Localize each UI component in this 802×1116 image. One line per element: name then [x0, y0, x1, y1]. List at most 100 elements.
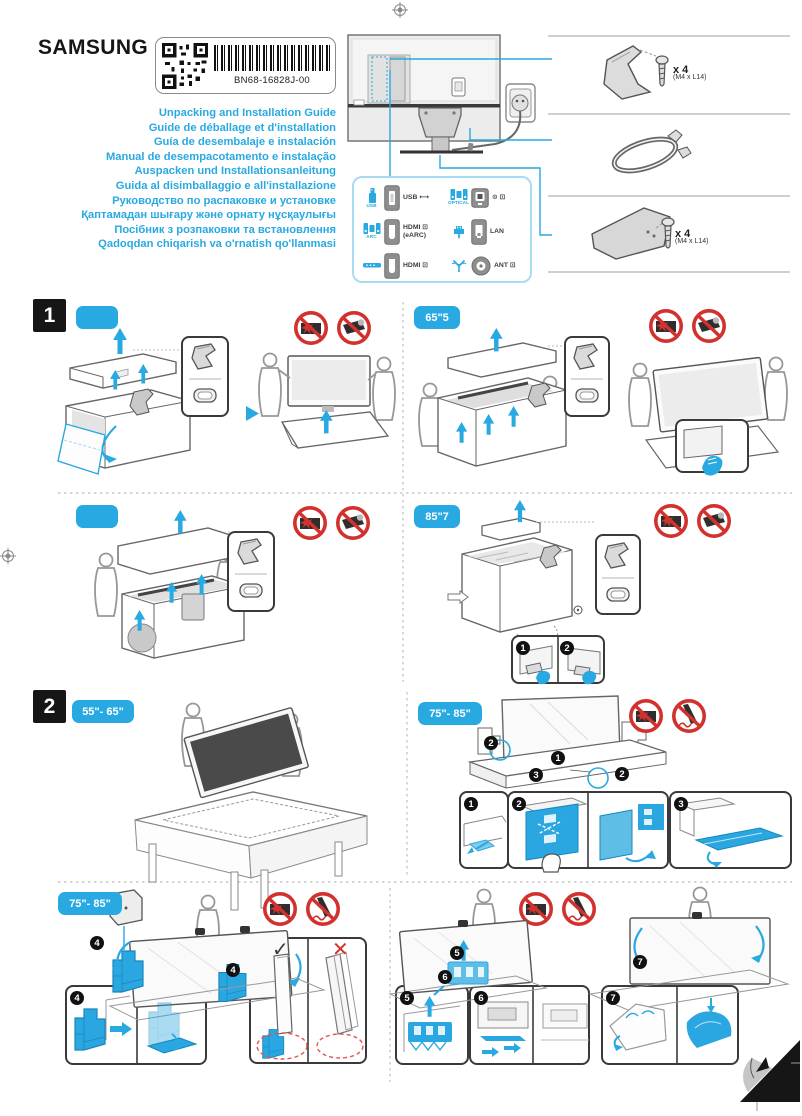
port-label: ANT ⊡: [494, 261, 516, 269]
step-marker-7: 7: [606, 991, 620, 1005]
step-marker-2: 2: [512, 797, 526, 811]
size-badge-65: 65"5: [414, 306, 460, 329]
title-line: Qadoqdan chiqarish va o'rnatish qo'llanm…: [98, 238, 336, 251]
usb-port-icon: [384, 184, 400, 211]
tray-open-diagram: [467, 695, 667, 789]
lift-tv-diagram: [258, 352, 396, 449]
port-icon-label: USB: [366, 203, 377, 209]
table-placement-diagram: [134, 702, 368, 911]
size-badge-75-85: 75"- 85": [418, 702, 482, 725]
size-badge-55-65: 55"- 65": [72, 700, 134, 723]
title-line: Guida al disimballaggio e all'installazi…: [115, 179, 336, 192]
step-marker-4: 4: [70, 991, 84, 1005]
step-marker-1: 1: [464, 797, 478, 811]
size-badge-blank: [76, 505, 118, 528]
accessories-list: [548, 35, 790, 273]
port-row-optical: OPTICAL ⊙ ⊡: [446, 181, 530, 214]
screw-qty: x 4: [675, 224, 690, 242]
size-badge-75-85: 75"- 85": [58, 892, 122, 915]
screw-qty-text: x 4: [673, 64, 689, 76]
title-line: Руководство по распаковке и установке: [112, 194, 336, 207]
stand-neck-part: [603, 45, 657, 100]
cross-mark: ✕: [332, 939, 349, 961]
lan-port-icon: [471, 218, 487, 245]
port-row-lan: LAN: [446, 215, 530, 248]
title-line: Guía de desembalaje e instalación: [153, 136, 336, 149]
unbox-diagram-small-left2: [94, 510, 245, 659]
bracket-inset: [403, 996, 461, 1052]
usb-drive-icon: [368, 187, 376, 203]
antenna-icon: [451, 259, 466, 272]
port-label: HDMI ⊡: [403, 261, 428, 269]
foam-inset: [74, 995, 198, 1054]
stand-base-part: [591, 207, 671, 260]
step-marker-7: 7: [633, 955, 647, 969]
page-turn-icon: [740, 1040, 800, 1111]
foam-removal-diagram: [108, 889, 326, 1021]
step-marker-4: 4: [226, 963, 240, 977]
ports-table: USB USB ⟷ ARC HDMI ⊡(eARC) HDMI ⊡ OPTICA…: [352, 176, 532, 283]
hand-hold-inset: [683, 425, 723, 476]
cable-tie-part: [611, 129, 692, 174]
section-2-number: 2: [33, 690, 66, 723]
size-badge-blank: [76, 306, 118, 329]
slide-foam-inset: [477, 1001, 589, 1057]
sheet-inset: [609, 998, 732, 1051]
part-number: BN68-16828J-00: [233, 75, 311, 86]
step-marker-5: 5: [400, 991, 414, 1005]
title-line: Посібник з розпаковки та встановлення: [114, 223, 336, 236]
step-marker-1: 1: [551, 751, 565, 765]
step-marker-1: 1: [516, 641, 530, 655]
port-label: USB ⟷: [403, 193, 429, 201]
title-line: Manual de desempacotamento e instalação: [105, 150, 336, 163]
step-marker-3: 3: [674, 797, 688, 811]
screw-qty: x 4: [673, 60, 688, 78]
port-icon-label: ARC: [366, 235, 377, 241]
optical-port-icon: [471, 187, 489, 208]
check-mark: ✓: [272, 939, 289, 961]
qr-code: [162, 43, 208, 89]
step-marker-2: 2: [484, 736, 498, 750]
title-line: Unpacking and Installation Guide: [158, 107, 336, 119]
strip-panel-1: [463, 815, 507, 854]
pull-flap-inset: [519, 645, 601, 685]
hdmi-port-icon: [384, 252, 400, 279]
section-1-number: 1: [33, 299, 66, 332]
lan-plug-icon: [453, 225, 464, 238]
speakers-icon: [450, 189, 467, 201]
step-marker-6: 6: [474, 991, 488, 1005]
port-row-ant: ANT ⊡: [446, 249, 530, 282]
registration-mark-top: [392, 2, 408, 18]
title-line: Auspacken und Installationsanleitung: [134, 165, 336, 178]
step-marker-6: 6: [438, 970, 452, 984]
samsung-logo: SAMSUNG: [38, 35, 149, 60]
port-label-main: HDMI ⊡: [403, 223, 428, 231]
screw-spec: (M4 x L14): [673, 74, 707, 81]
unbox-diagram-65: [418, 328, 567, 467]
screw-qty-text: x 4: [675, 228, 691, 240]
title-line: Guide de déballage et d'installation: [148, 121, 336, 134]
barcode: [214, 45, 330, 71]
next-arrow: [246, 406, 259, 421]
step-marker-5: 5: [450, 946, 464, 960]
tv-rear-diagram: [347, 34, 552, 236]
guide-titles: Unpacking and Installation Guide Guide d…: [40, 106, 336, 252]
step-marker-2: 2: [615, 767, 629, 781]
hdmi-port-icon: [384, 218, 400, 245]
soundbar-icon: [362, 263, 381, 268]
port-label-sub: (eARC): [403, 231, 427, 239]
port-label: LAN: [490, 227, 504, 235]
section-dividers: [58, 302, 792, 1082]
port-label: HDMI ⊡(eARC): [403, 224, 428, 240]
step-marker-4: 4: [90, 936, 104, 950]
step-marker-2: 2: [560, 641, 574, 655]
product-label: BN68-16828J-00: [155, 37, 336, 94]
registration-mark-left: [0, 548, 16, 564]
port-row-hdmi: HDMI ⊡: [359, 249, 443, 282]
unbox-diagram-85: [447, 500, 594, 647]
strip-panel-2b: [599, 804, 664, 863]
port-icon-label: OPTICAL: [447, 201, 470, 207]
bracket-removal-diagram: [388, 888, 548, 1009]
port-label: ⊙ ⊡: [492, 193, 506, 201]
